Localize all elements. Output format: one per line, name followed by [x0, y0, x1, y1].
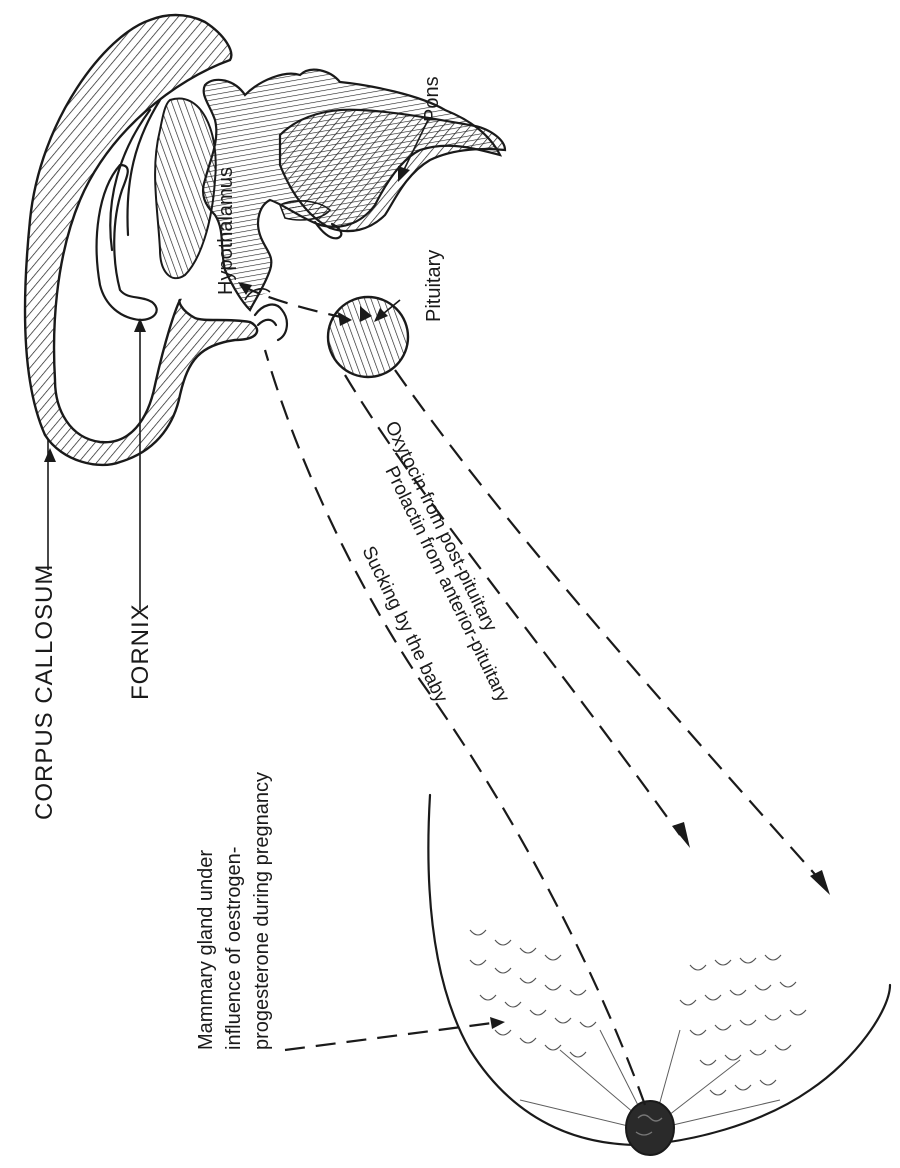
fornix-shape: [97, 165, 157, 320]
label-mammary-line1: Mammary gland under: [195, 850, 217, 1050]
prolactin-arrowhead: [672, 822, 690, 848]
label-fornix: FORNIX: [127, 603, 154, 700]
flow-lines: [238, 282, 830, 1105]
label-pons: Pons: [421, 76, 443, 122]
pituitary-shape: [328, 297, 408, 377]
sucking-line: [265, 350, 645, 1105]
label-mammary-line2: influence of oestrogen-: [223, 847, 245, 1050]
label-hypothalamus: Hypothalamus: [215, 167, 237, 295]
label-corpus-callosum: CORPUS CALLOSUM: [31, 564, 58, 820]
breast-outline: [428, 795, 890, 1145]
label-mammary-line3: progesterone during pregnancy: [251, 772, 273, 1050]
mammary-gland: [428, 795, 890, 1155]
nipple-shape: [626, 1101, 674, 1155]
label-pituitary: Pituitary: [423, 250, 445, 322]
